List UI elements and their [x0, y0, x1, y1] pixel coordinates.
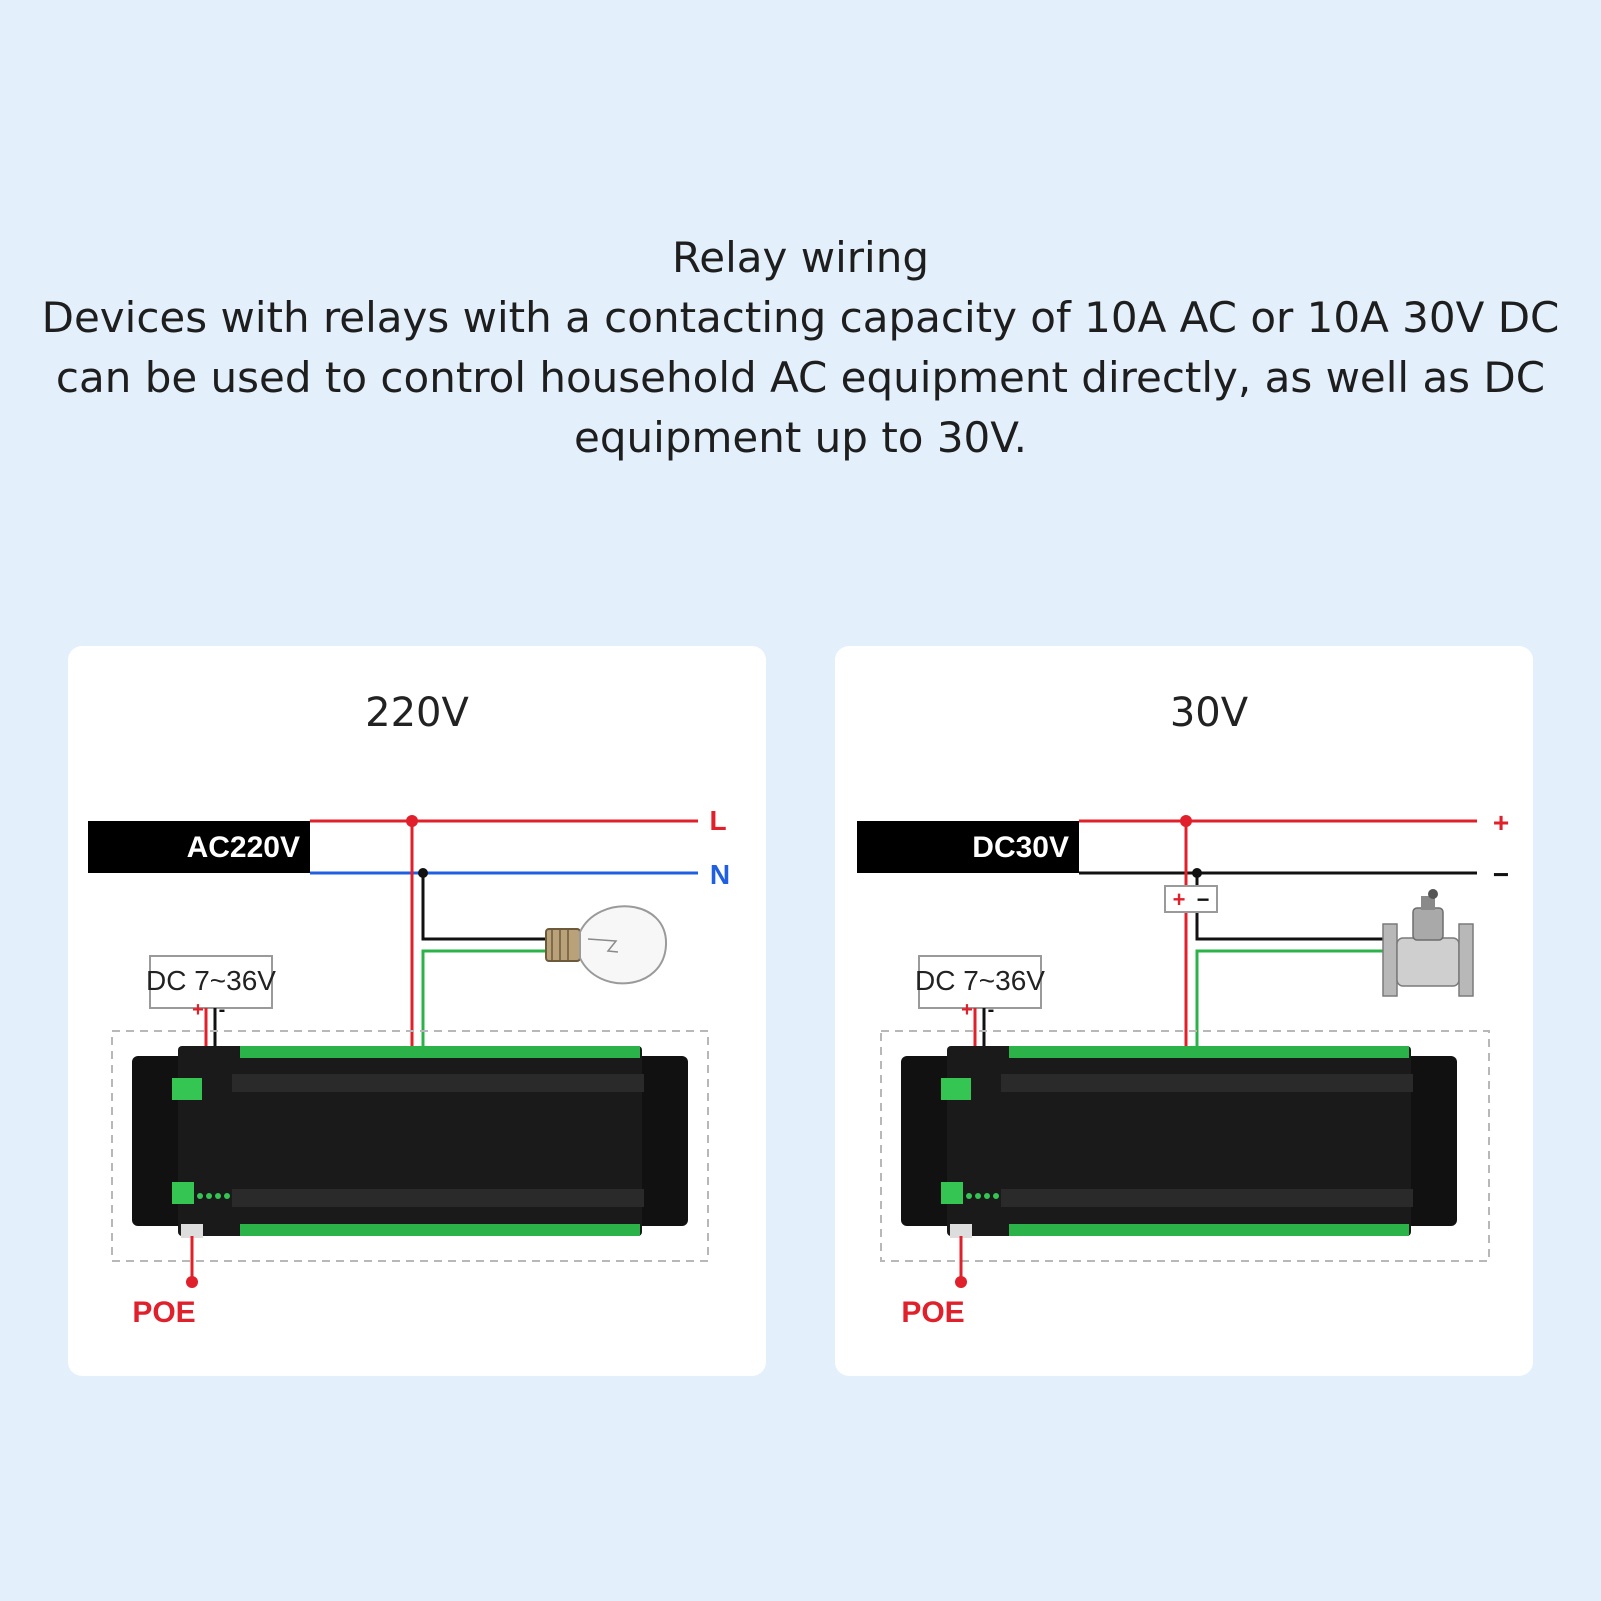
- source-label: DC30V: [972, 831, 1069, 864]
- switched-wire: [1195, 949, 1395, 1046]
- dc-wiring-diagram: 30V DC30V + − + − DC 7~36V: [857, 690, 1509, 1329]
- module-power-plus: +: [192, 999, 204, 1021]
- source-label: AC220V: [187, 831, 300, 864]
- line-label-l: L: [709, 805, 726, 836]
- relay-module: [901, 1046, 1457, 1238]
- switched-wire: [421, 949, 546, 1046]
- line-label-minus: −: [1493, 859, 1509, 890]
- module-outline: [880, 1030, 1490, 1262]
- relay-module: [132, 1046, 688, 1238]
- load-polarity-minus: −: [1197, 887, 1210, 912]
- module-power-plus: +: [961, 999, 973, 1021]
- poe-junction: [186, 1276, 198, 1288]
- load-polarity-box: [1164, 885, 1218, 913]
- source-block: [88, 821, 310, 873]
- light-bulb-icon: [545, 905, 668, 985]
- source-block: [857, 821, 1079, 873]
- line-label-plus: +: [1493, 807, 1509, 838]
- module-power-box: [918, 955, 1042, 1009]
- module-outline: [111, 1030, 709, 1262]
- module-power-minus: -: [988, 999, 995, 1021]
- neutral-to-load-wire: [421, 873, 546, 941]
- header: Relay wiring Devices with relays with a …: [0, 228, 1601, 468]
- poe-junction: [955, 1276, 967, 1288]
- panel-title: 220V: [365, 690, 469, 736]
- panel-title: 30V: [1170, 690, 1249, 736]
- panel-dc-30v: 30V DC30V + − + − DC 7~36V: [835, 646, 1533, 1376]
- page-title: Relay wiring: [672, 233, 929, 282]
- module-power-label: DC 7~36V: [915, 965, 1045, 996]
- panel-ac-220v: 220V AC220V L N DC 7~36V + -: [68, 646, 766, 1376]
- load-polarity-plus: +: [1173, 887, 1186, 912]
- poe-label: POE: [132, 1296, 195, 1329]
- page-description: Devices with relays with a contacting ca…: [41, 293, 1560, 462]
- solenoid-valve-icon: [1382, 889, 1474, 997]
- poe-label: POE: [901, 1296, 964, 1329]
- ac-wiring-diagram: 220V AC220V L N DC 7~36V + -: [88, 690, 730, 1329]
- module-power-minus: -: [219, 999, 226, 1021]
- module-power-label: DC 7~36V: [146, 965, 276, 996]
- line-label-n: N: [710, 859, 730, 890]
- negative-to-load-wire: [1195, 873, 1395, 941]
- module-power-box: [149, 955, 273, 1009]
